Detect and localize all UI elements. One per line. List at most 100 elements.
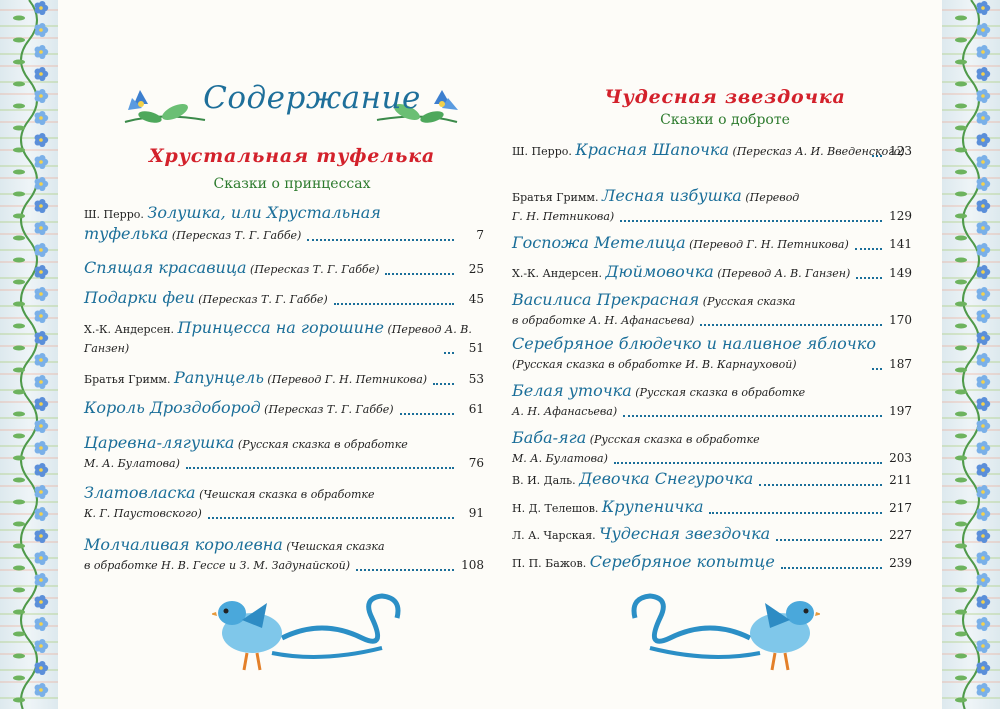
entry-title: Чудесная звездочка	[599, 524, 771, 543]
forget-me-not-icon	[976, 176, 991, 192]
entry-author: Ш. Перро.	[84, 208, 148, 221]
forget-me-not-icon	[976, 154, 991, 170]
entry-title: Спящая красавица	[84, 258, 247, 277]
dot-leader	[700, 312, 882, 326]
bird-ornament-right	[631, 593, 820, 671]
entry-page-number: 211	[889, 473, 912, 487]
entry-note: (Пересказ Т. Г. Габбе)	[168, 229, 302, 242]
entry-note: (Перевод А. В. Ганзен)	[713, 267, 851, 280]
entry-title: Серебряное копытце	[589, 552, 775, 571]
entry-page-number: 129	[889, 209, 912, 223]
forget-me-not-icon	[976, 418, 991, 434]
forget-me-not-icon	[34, 66, 49, 82]
entry-note: (Русская сказка в обработке И. В. Карнау…	[512, 358, 797, 371]
entry-note: М. А. Булатова)	[84, 457, 180, 470]
forget-me-not-icon	[976, 0, 991, 16]
forget-me-not-icon	[34, 660, 49, 676]
entry-note: Г. Н. Петникова)	[512, 210, 615, 223]
toc-entry[interactable]: Братья Гримм. Рапунцель (Перевод Г. Н. П…	[84, 368, 484, 389]
forget-me-not-icon	[976, 66, 991, 82]
dot-leader	[207, 505, 454, 519]
entry-note: (Пересказ Т. Г. Габбе)	[260, 403, 394, 416]
entry-title: Госпожа Метелица	[512, 233, 686, 252]
forget-me-not-icon	[34, 330, 49, 346]
right-page: Чудесная звездочка Сказки о доброте Ш. П…	[500, 0, 920, 709]
entry-note: (Перевод Г. Н. Петникова)	[263, 373, 428, 386]
entry-title: Рапунцель	[173, 368, 264, 387]
forget-me-not-icon	[976, 484, 991, 500]
entry-author: Л. А. Чарская.	[512, 529, 600, 542]
toc-entry[interactable]: Подарки феи (Пересказ Т. Г. Габбе)45	[84, 288, 484, 309]
forget-me-not-icon	[34, 682, 49, 698]
entry-note: (Пересказ Т. Г. Габбе)	[246, 263, 380, 276]
toc-entry[interactable]: Белая уточка (Русская сказка в обработке…	[512, 381, 912, 421]
entry-note: (Русская сказка в обработке	[631, 386, 806, 399]
toc-entry[interactable]: Король Дроздобород (Пересказ Т. Г. Габбе…	[84, 398, 484, 419]
forget-me-not-icon	[34, 264, 49, 280]
bluebell-ornament-left	[124, 90, 206, 123]
forget-me-not-icon	[976, 396, 991, 412]
toc-entry[interactable]: Царевна-лягушка (Русская сказка в обрабо…	[84, 433, 484, 473]
entry-page-number: 187	[889, 357, 912, 371]
entry-title: Царевна-лягушка	[84, 433, 235, 452]
bluebell-ornament-right	[376, 90, 458, 123]
forget-me-not-icon	[976, 264, 991, 280]
dot-leader	[776, 527, 882, 541]
toc-entry[interactable]: Серебряное блюдечко и наливное яблочко (…	[512, 334, 912, 374]
forget-me-not-icon	[34, 616, 49, 632]
entry-note: (Перевод А. В. Ганзен)	[84, 323, 472, 355]
entry-page-number: 25	[468, 262, 484, 276]
dot-leader	[872, 356, 882, 370]
forget-me-not-icon	[34, 396, 49, 412]
forget-me-not-icon	[976, 220, 991, 236]
forget-me-not-icon	[34, 242, 49, 258]
forget-me-not-icon	[34, 506, 49, 522]
entry-page-number: 91	[468, 506, 484, 520]
entry-title: Василиса Прекрасная	[512, 290, 700, 309]
entry-author: Братья Гримм.	[512, 191, 602, 204]
section-title-left: Хрустальная туфелька	[148, 145, 436, 167]
forget-me-not-icon	[34, 418, 49, 434]
entry-note: А. Н. Афанасьева)	[512, 405, 618, 418]
dot-leader	[307, 227, 454, 241]
toc-entry[interactable]: Х.-К. Андерсен. Дюймовочка (Перевод А. В…	[512, 262, 912, 283]
toc-entry[interactable]: Госпожа Метелица (Перевод Г. Н. Петников…	[512, 233, 912, 254]
contents-title: Содержание	[203, 80, 421, 116]
dot-leader	[854, 236, 882, 250]
entry-note: (Перевод Г. Н. Петникова)	[685, 238, 849, 251]
dot-leader	[613, 450, 882, 464]
entry-page-number: 141	[889, 237, 912, 251]
entry-title: Король Дроздобород	[84, 398, 261, 417]
forget-me-not-icon	[34, 528, 49, 544]
entry-author: В. И. Даль.	[512, 474, 580, 487]
forget-me-not-icon	[976, 22, 991, 38]
entry-page-number: 149	[889, 266, 912, 280]
dot-leader	[444, 340, 454, 354]
dot-leader	[709, 500, 882, 514]
entry-page-number: 217	[889, 501, 912, 515]
entry-title: Крупеничка	[601, 497, 704, 516]
forget-me-not-icon	[976, 330, 991, 346]
floral-border-right	[942, 0, 1000, 709]
toc-entry[interactable]: Спящая красавица (Пересказ Т. Г. Габбе) 2…	[84, 258, 484, 279]
forget-me-not-icon	[34, 550, 49, 566]
toc-entry[interactable]: Л. А. Чарская. Чудесная звездочка 227	[512, 524, 912, 545]
forget-me-not-icon	[976, 572, 991, 588]
entry-note: К. Г. Паустовского)	[84, 507, 202, 520]
toc-entry[interactable]: Ш. Перро. Красная Шапочка (Пересказ А. И…	[512, 140, 912, 161]
forget-me-not-icon	[34, 308, 49, 324]
forget-me-not-icon	[976, 198, 991, 214]
toc-entry[interactable]: Х.-К. Андерсен. Принцесса на горошине (П…	[84, 318, 484, 358]
forget-me-not-icon	[976, 462, 991, 478]
entry-page-number: 227	[889, 528, 912, 542]
forget-me-not-icon	[976, 286, 991, 302]
